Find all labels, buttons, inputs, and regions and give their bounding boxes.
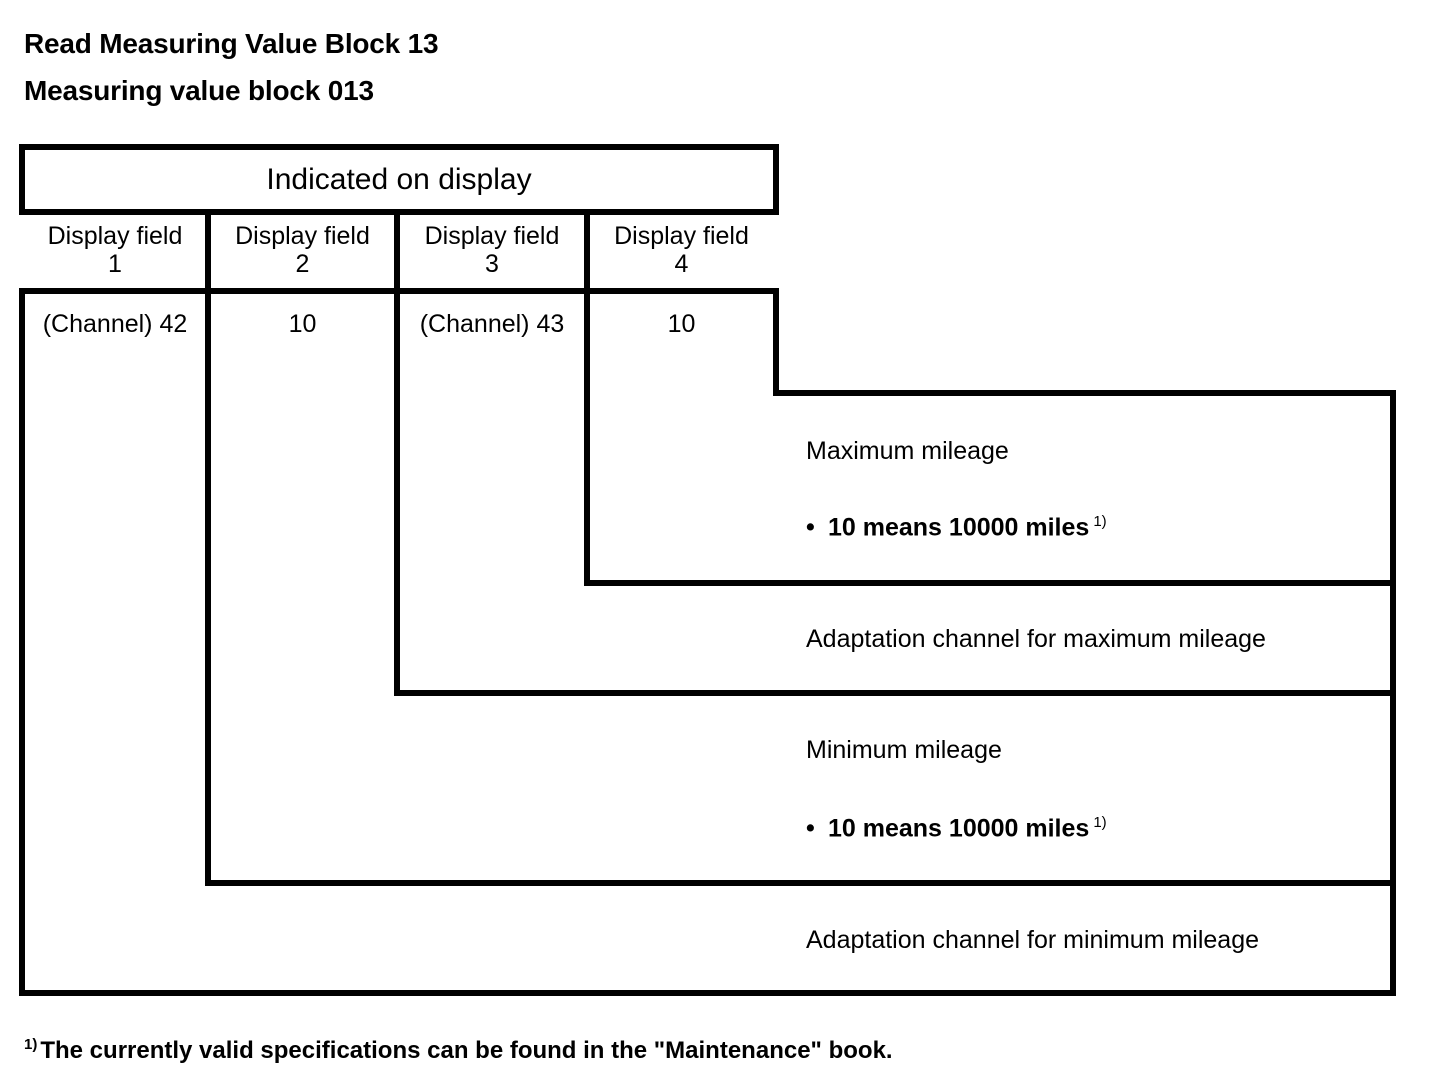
page-title: Read Measuring Value Block 13	[24, 28, 439, 59]
maximum-mileage-bullet-text: 10 means 10000 miles	[828, 513, 1090, 542]
minimum-mileage-footnote-marker: 1)	[1093, 814, 1107, 831]
column-header-1: Display field 1	[22, 222, 208, 278]
minimum-mileage-title: Minimum mileage	[806, 736, 1002, 764]
column-header-4-number: 4	[674, 250, 689, 278]
maximum-mileage-footnote-marker: 1)	[1093, 513, 1107, 530]
footnote: 1)The currently valid specifications can…	[24, 1036, 893, 1065]
column-header-4-label: Display field	[614, 222, 749, 250]
column-header-4: Display field 4	[587, 222, 776, 278]
column-header-2-label: Display field	[235, 222, 370, 250]
display-field-3-value: (Channel) 43	[419, 310, 565, 338]
column-header-3-number: 3	[485, 250, 499, 278]
column-header-2: Display field 2	[208, 222, 397, 278]
minimum-mileage-bullet-text: 10 means 10000 miles	[828, 814, 1090, 843]
table-header-indicated-on-display: Indicated on display	[266, 163, 532, 196]
page-subtitle: Measuring value block 013	[24, 75, 374, 106]
footnote-marker: 1)	[24, 1036, 38, 1053]
display-field-1-value: (Channel) 42	[42, 310, 188, 338]
adaptation-channel-minimum-mileage-label: Adaptation channel for minimum mileage	[806, 926, 1260, 954]
column-header-3: Display field 3	[397, 222, 587, 278]
column-header-3-label: Display field	[424, 222, 560, 250]
display-field-4-value: 10	[667, 310, 696, 338]
footnote-text: The currently valid specifications can b…	[40, 1037, 893, 1064]
maximum-mileage-title: Maximum mileage	[806, 437, 1009, 465]
column-header-2-number: 2	[295, 250, 310, 278]
column-header-1-number: 1	[108, 250, 122, 278]
adaptation-channel-maximum-mileage-label: Adaptation channel for maximum mileage	[806, 625, 1266, 653]
bullet-icon: •	[806, 814, 815, 843]
column-header-1-label: Display field	[47, 222, 183, 250]
bullet-icon: •	[806, 513, 815, 542]
display-field-2-value: 10	[288, 310, 317, 338]
